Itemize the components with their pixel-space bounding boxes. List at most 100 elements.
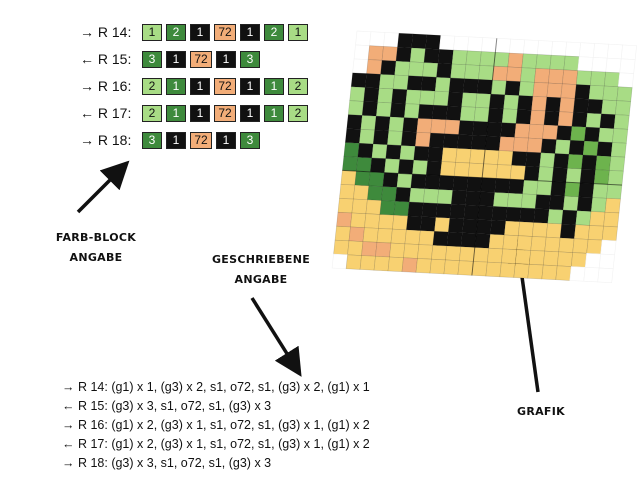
chart-cell-orange: [531, 95, 548, 112]
chart-cell-g1: [434, 76, 451, 93]
chart-cell-orange: [542, 124, 559, 140]
chart-cell-g3: [343, 142, 360, 158]
chart-cell-orange: [498, 136, 515, 152]
color-block-black: 1: [166, 131, 186, 149]
chart-cell-black: [556, 125, 573, 141]
chart-cell-orange: [361, 241, 378, 257]
chart-cell-g1: [475, 93, 492, 109]
chart-cell-black: [568, 140, 585, 156]
chart-cell-yellow: [485, 261, 502, 278]
chart-cell-black: [435, 203, 452, 219]
chart-cell-yellow: [441, 147, 458, 163]
chart-cell-g2: [595, 155, 612, 171]
chart-cell-black: [561, 209, 578, 226]
chart-cell-yellow: [573, 224, 590, 240]
chart-cell-black: [417, 104, 434, 120]
chart-cell-g1: [575, 70, 593, 86]
chart-cell-black: [456, 134, 473, 150]
written-spec: → R 14: (g1) x 1, (g3) x 2, s1, o72, s1,…: [62, 378, 370, 473]
chart-cell-yellow: [365, 199, 382, 215]
callout-color-blocks: FARB-BLOCK ANGABE: [40, 228, 152, 268]
chart-cell-yellow: [345, 254, 362, 270]
color-block-g3: 2: [166, 23, 186, 41]
chart-cell-yellow: [404, 229, 421, 245]
chart-cell-g1: [602, 85, 619, 102]
chart-cell-black: [460, 232, 477, 248]
chart-cell-black: [574, 84, 591, 100]
chart-cell-black: [406, 75, 423, 91]
color-block-g3: 1: [264, 77, 284, 95]
written-line-r15: ← R 15: (g3) x 3, s1, o72, s1, (g3) x 3: [62, 399, 272, 413]
chart-cell-black: [425, 160, 443, 176]
chart-cell-white: [353, 44, 370, 60]
chart-cell-g1: [539, 152, 556, 168]
color-block-g3: 3: [142, 131, 162, 149]
chart-cell-black: [411, 33, 428, 49]
chart-cell-g1: [408, 187, 426, 204]
chart-cell-white: [619, 58, 636, 74]
chart-cell-black: [571, 112, 588, 128]
chart-cell-black: [382, 172, 399, 188]
chart-cell-yellow: [333, 239, 350, 256]
color-block-orange: 72: [214, 104, 236, 122]
chart-cell-g1: [347, 100, 364, 116]
chart-cell-black: [389, 102, 406, 118]
chart-cell-white: [606, 43, 623, 60]
chart-cell-g1: [490, 79, 507, 96]
chart-cell-g1: [478, 65, 495, 81]
chart-cell-g1: [360, 115, 377, 131]
chart-cell-g1: [614, 100, 632, 116]
chart-cell-yellow: [545, 222, 562, 239]
chart-cell-black: [519, 207, 536, 223]
chart-cell-black: [573, 98, 590, 114]
chart-cell-yellow: [558, 237, 575, 253]
chart-cell-black: [445, 105, 462, 121]
chart-cell-g2: [570, 126, 587, 142]
chart-cell-yellow: [469, 148, 486, 165]
chart-cell-g1: [419, 90, 436, 106]
chart-cell-yellow: [439, 161, 456, 177]
chart-cell-black: [533, 208, 550, 224]
chart-cell-g1: [408, 61, 425, 77]
chart-cell-black: [438, 175, 455, 191]
chart-cell-g1: [522, 179, 539, 195]
chart-cell-white: [495, 38, 512, 54]
chart-cell-orange: [366, 59, 383, 75]
chart-cell-g1: [392, 74, 409, 91]
chart-cell-yellow: [481, 163, 498, 179]
chart-cell-black: [480, 177, 497, 193]
chart-cell-yellow: [334, 225, 351, 242]
chart-cell-yellow: [497, 150, 514, 166]
chart-cell-yellow: [337, 197, 354, 214]
chart-cell-black: [363, 87, 380, 103]
chart-cell-black: [361, 101, 378, 117]
chart-cell-black: [472, 120, 489, 137]
chart-cell-yellow: [530, 236, 547, 252]
chart-cell-yellow: [415, 258, 432, 274]
chart-cell-white: [600, 239, 617, 256]
chart-cell-yellow: [403, 243, 420, 259]
chart-cell-g1: [386, 130, 403, 146]
chart-cell-white: [467, 36, 484, 52]
color-block-orange: 72: [214, 77, 236, 95]
chart-cell-black: [517, 95, 534, 111]
chart-cell-black: [489, 219, 507, 236]
chart-cell-white: [569, 266, 586, 282]
color-block-g3: 2: [264, 23, 284, 41]
chart-cell-orange: [414, 131, 431, 148]
chart-cell-yellow: [483, 149, 500, 165]
chart-cell-white: [355, 30, 372, 46]
chart-cell-white: [453, 35, 470, 52]
chart-cell-black: [466, 176, 483, 193]
chart-cell-black: [424, 174, 441, 190]
chart-cell-yellow: [487, 247, 504, 264]
chart-cell-black: [464, 190, 482, 206]
chart-cell-yellow: [455, 148, 472, 164]
chart-cell-black: [540, 138, 557, 154]
chart-cell-yellow: [417, 244, 434, 260]
chart-cell-g1: [565, 167, 582, 184]
chart-cell-g1: [554, 139, 571, 155]
chart-cell-g1: [616, 86, 633, 102]
